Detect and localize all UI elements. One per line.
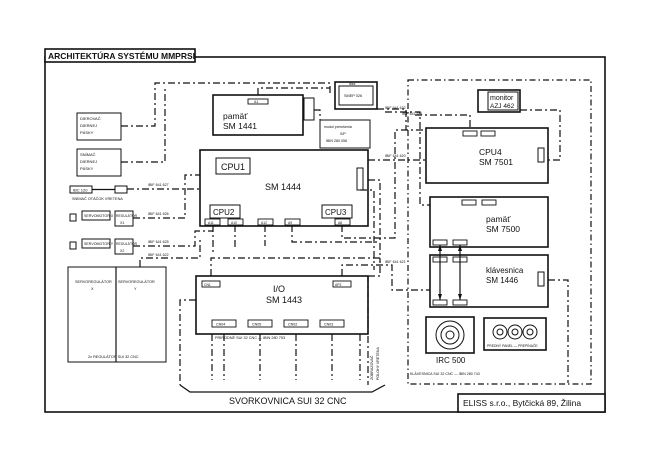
svg-text:SM 1446: SM 1446: [486, 276, 519, 285]
svg-text:ZOBRAZOVAČ: ZOBRAZOVAČ: [369, 355, 374, 380]
cpu4-sm7501-block: CPU4 SM 7501: [425, 127, 549, 184]
svg-text:CPU1: CPU1: [221, 162, 245, 172]
svg-text:pamäť: pamäť: [486, 214, 511, 224]
svg-text:PÁSKY: PÁSKY: [80, 166, 94, 171]
svg-text:SNÍMAČ: SNÍMAČ: [80, 152, 96, 157]
servomotor-x: SERVOMOTOR X REGULÁTOR X1: [69, 210, 138, 227]
svg-text:monitor: monitor: [490, 95, 514, 102]
svg-text:CPU3: CPU3: [325, 208, 347, 217]
svg-text:CPU4: CPU4: [479, 147, 502, 157]
svg-text:SMEP 026: SMEP 026: [344, 94, 362, 98]
svg-text:IRC 500: IRC 500: [436, 356, 466, 365]
svg-text:IBIF 641 622: IBIF 641 622: [148, 253, 169, 257]
svg-text:IBIF 641 631: IBIF 641 631: [402, 112, 423, 116]
svg-text:SM 1444: SM 1444: [265, 182, 301, 192]
svg-text:CN1: CN1: [204, 283, 211, 287]
svg-text:CN03: CN03: [324, 323, 333, 327]
disk-smep026: disk SMEP 026: [334, 81, 378, 110]
svg-text:SM 7501: SM 7501: [479, 157, 513, 167]
svg-text:A8: A8: [338, 221, 342, 225]
cable-labels: IBIF 641 627 IBIF 641 626 IBIF 641 625 I…: [148, 106, 423, 264]
svg-text:A10: A10: [231, 221, 237, 225]
svg-text:IBIF 641 632: IBIF 641 632: [385, 106, 406, 110]
svg-text:DIERNEJ: DIERNEJ: [80, 159, 97, 164]
snimac-box: SNÍMAČ DIERNEJ PÁSKY: [76, 148, 122, 177]
svg-text:SERVOREGULÁTOR: SERVOREGULÁTOR: [75, 280, 112, 284]
modul-prerusenia: modul prerušenia S/P IBIN 280 056: [319, 119, 371, 149]
monitor-azj462: monitor AZJ 462: [477, 89, 521, 113]
svg-text:IBIF 641 627: IBIF 641 627: [148, 183, 169, 187]
svg-text:CN02: CN02: [288, 323, 297, 327]
front-panel-switches: PREDNÝ PANEL — PREPÍNAČE: [483, 317, 547, 351]
zobrazovac-label: ZOBRAZOVAČ POLOHY VRETENA: [369, 347, 380, 380]
svg-text:disk: disk: [349, 82, 356, 86]
keyboard-cable-label: KLÁVESNICA SUI 32 CNC — IBIN 280 743: [410, 372, 480, 376]
klavesnica-sm1446-block: klávesnica SM 1446: [429, 254, 549, 308]
io-sm1443-block: CN1 AP2 I/O SM 1443 CN04 CN05 CN02 CN03: [195, 275, 369, 335]
svg-text:DIEROVAČ: DIEROVAČ: [80, 116, 101, 121]
svg-text:X2: X2: [120, 249, 124, 253]
svg-text:IBIF 641 626: IBIF 641 626: [148, 212, 169, 216]
svg-text:X: X: [91, 287, 94, 291]
svg-text:SM 1443: SM 1443: [266, 295, 302, 305]
svg-text:IBIN 280 056: IBIN 280 056: [326, 139, 347, 143]
svg-text:SM 7500: SM 7500: [486, 224, 520, 234]
svg-text:A1: A1: [254, 100, 258, 104]
svg-text:AZJ 462: AZJ 462: [490, 103, 515, 110]
footer-box: [457, 393, 606, 413]
pamat-sm1441-block: A1 pamäť SM 1441: [212, 94, 315, 136]
svg-text:X1: X1: [120, 221, 124, 225]
svg-text:IBIF 641 625: IBIF 641 625: [148, 240, 169, 244]
svg-text:AP2: AP2: [335, 283, 342, 287]
title-tab: [44, 48, 196, 63]
diagram-title: ARCHITEKTÚRA SYSTÉMU MMPRSI: [48, 50, 195, 61]
svg-text:modul prerušenia: modul prerušenia: [324, 125, 352, 129]
cpu1-sm1444-block: CPU1 SM 1444 CPU2 CPU3 A11 A10 A12 A9 A8: [199, 149, 369, 227]
svg-text:klávesnica: klávesnica: [486, 266, 524, 275]
svg-text:CN05: CN05: [252, 323, 261, 327]
regulator-cabinet: SERVOREGULÁTOR X SERVOREGULÁTOR Y 2x REG…: [67, 266, 167, 363]
svg-text:A11: A11: [208, 221, 214, 225]
svg-text:PREDNÝ PANEL — PREPÍNAČE: PREDNÝ PANEL — PREPÍNAČE: [487, 343, 538, 348]
svg-text:PÁSKY: PÁSKY: [80, 130, 94, 135]
dierovac-box: DIEROVAČ DIERNEJ PÁSKY: [76, 112, 122, 141]
svg-text:CPU2: CPU2: [213, 208, 235, 217]
svg-text:POLOHY VRETENA: POLOHY VRETENA: [376, 347, 380, 380]
svg-text:pamäť: pamäť: [223, 111, 248, 121]
svg-text:SNÍMAČ OTÁČOK VRETENA: SNÍMAČ OTÁČOK VRETENA: [72, 196, 123, 201]
svg-text:IBC 120: IBC 120: [73, 188, 88, 193]
svg-text:IBIF 641 621: IBIF 641 621: [385, 260, 406, 264]
svg-text:SM 1441: SM 1441: [223, 121, 257, 131]
svg-text:DIERNEJ: DIERNEJ: [80, 123, 97, 128]
svg-text:A12: A12: [261, 221, 267, 225]
svg-text:S/P: S/P: [340, 132, 346, 136]
operator-panel-region: [407, 79, 592, 385]
svg-text:A9: A9: [288, 221, 292, 225]
svg-text:I/O: I/O: [273, 284, 285, 294]
svg-text:2x REGULÁTOR SUI 32 CNC: 2x REGULÁTOR SUI 32 CNC: [88, 355, 139, 359]
svg-text:REGULÁTOR: REGULÁTOR: [116, 242, 138, 246]
svorkovnica-label: SVORKOVNICA SUI 32 CNC: [229, 396, 347, 406]
io-cable-label: PRÍRODNÉ SUI 32 CNC — IBIN 280 753: [215, 335, 285, 340]
wiring: [121, 82, 569, 393]
footer-company: ELISS s.r.o., Bytčická 89, Žilina: [463, 398, 581, 408]
servomotor-y: SERVOMOTOR Y REGULÁTOR X2: [69, 238, 138, 255]
svg-text:SERVOMOTOR X: SERVOMOTOR X: [84, 214, 114, 218]
svg-text:Y: Y: [134, 287, 137, 291]
irc500-handwheel: IRC 500: [425, 316, 475, 365]
tachometer-sensor: IBC 120 SNÍMAČ OTÁČOK VRETENA: [69, 185, 128, 201]
svg-text:SERVOMOTOR Y: SERVOMOTOR Y: [84, 242, 114, 246]
pamat-sm7500-block: pamäť SM 7500: [429, 196, 549, 248]
svg-text:SERVOREGULÁTOR: SERVOREGULÁTOR: [118, 280, 155, 284]
svg-text:CN04: CN04: [216, 323, 225, 327]
svg-text:IBIF 641 620: IBIF 641 620: [385, 154, 406, 158]
svg-text:REGULÁTOR: REGULÁTOR: [116, 214, 138, 218]
